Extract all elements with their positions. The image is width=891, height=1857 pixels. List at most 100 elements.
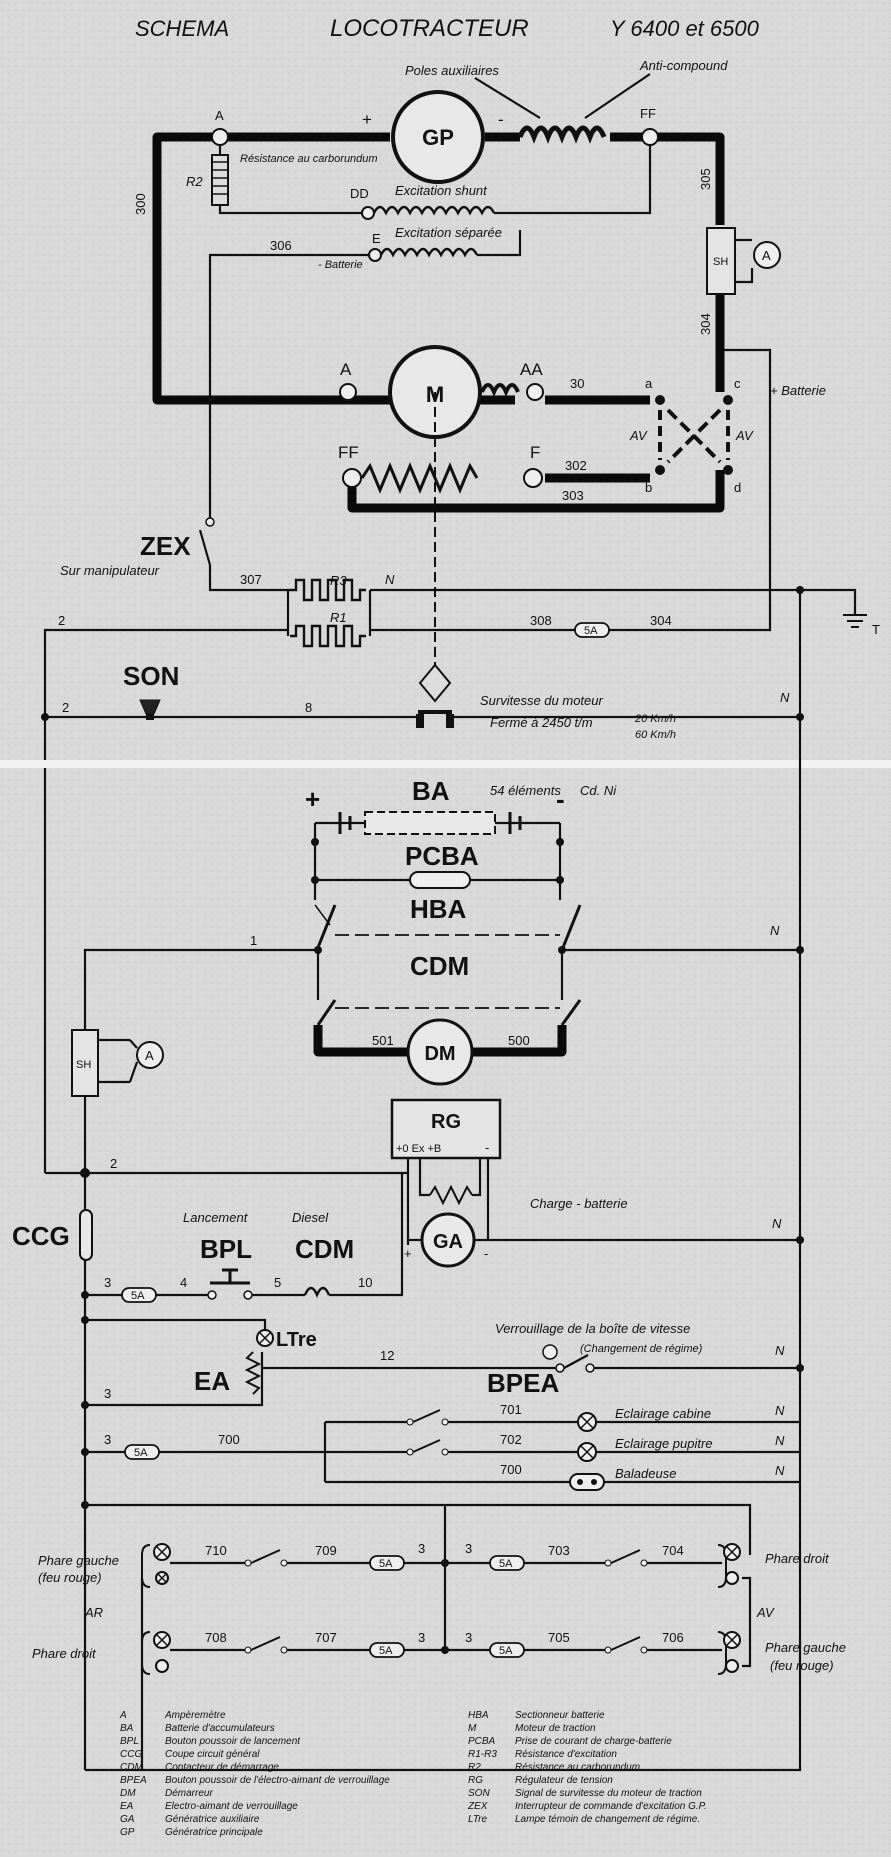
legend-code: RG <box>468 1775 483 1786</box>
speed-60-label: 60 Km/h <box>635 729 676 741</box>
shunt-excitation-coil <box>372 205 496 216</box>
motor-field-winding <box>360 462 479 494</box>
son-label: SON <box>123 661 179 691</box>
label-1: 1 <box>250 933 257 948</box>
fuse-5a-top-label: 5A <box>584 625 598 637</box>
label-3e: 3 <box>418 1630 425 1645</box>
cdm-label: CDM <box>410 951 469 981</box>
aux-poles-pointer <box>474 77 541 119</box>
ga-minus: - <box>484 1246 488 1261</box>
pcba-label: PCBA <box>405 841 479 871</box>
bal-pin-2 <box>591 1479 597 1485</box>
baladeuse-label: Baladeuse <box>615 1466 676 1481</box>
label-307: 307 <box>240 572 262 587</box>
bpl-contact-2 <box>243 1290 253 1300</box>
lamp-lu1-x <box>155 1545 169 1559</box>
phare-droit-r: Phare droit <box>765 1551 830 1566</box>
bpea-contact-2 <box>585 1363 595 1373</box>
legend-code: BA <box>120 1723 134 1734</box>
sw708-c2 <box>280 1646 288 1654</box>
ea-label: EA <box>194 1366 230 1396</box>
pupitre-switch[interactable] <box>412 1439 441 1453</box>
cdm-coil <box>303 1286 331 1299</box>
zex-switch-blade <box>198 529 212 566</box>
amm-link-1 <box>129 1039 138 1049</box>
headlight-circuit: Phare gauche (feu rouge) AR 710 709 5A 3… <box>32 1501 846 1772</box>
overspeed-contact-right <box>446 714 454 728</box>
label-308: 308 <box>530 613 552 628</box>
legend-code: PCBA <box>468 1736 496 1747</box>
right-lamp-return <box>742 1576 752 1668</box>
node-3-head <box>81 1501 89 1509</box>
cab-lamp-x <box>580 1415 594 1429</box>
switch-703-704[interactable] <box>610 1549 641 1564</box>
legend-code: LTre <box>468 1814 488 1825</box>
r3-resistor <box>290 578 366 602</box>
terminal-a <box>211 128 229 146</box>
legend-description: Moteur de traction <box>515 1723 596 1734</box>
lamp-rl1-x <box>725 1633 739 1647</box>
label-700: 700 <box>218 1432 240 1447</box>
pup-lamp-x <box>580 1445 594 1459</box>
legend-description: Signal de survitesse du moteur de tracti… <box>515 1788 702 1799</box>
legend-code: A <box>119 1710 127 1721</box>
feu-rouge-r: (feu rouge) <box>770 1658 834 1673</box>
legend-description: Coupe circuit général <box>165 1749 260 1760</box>
label-30: 30 <box>570 376 584 391</box>
bat-node-1 <box>311 838 319 846</box>
legend-code: GP <box>120 1827 135 1838</box>
node-3-ea-ret <box>81 1401 89 1409</box>
ga-label: GA <box>433 1231 463 1253</box>
lamp-ru1-x <box>725 1545 739 1559</box>
label-5: 5 <box>274 1275 281 1290</box>
phare-bracket-ru <box>717 1544 727 1588</box>
aux-poles-label: Poles auxiliaires <box>405 63 499 78</box>
legend-code: ZEX <box>467 1801 488 1812</box>
label-305: 305 <box>698 168 713 190</box>
gp-generator <box>391 90 485 184</box>
charge-batterie-label: Charge - batterie <box>530 1196 628 1211</box>
legend-code: HBA <box>468 1710 489 1721</box>
label-n-ga: N <box>772 1216 782 1231</box>
legend-description: Ampèremètre <box>164 1710 226 1721</box>
r3-label: R3 <box>330 573 347 588</box>
label-303: 303 <box>562 488 584 503</box>
reverser-switch <box>655 395 733 475</box>
lamp-ll1-x <box>155 1633 169 1647</box>
lancement-label: Lancement <box>183 1210 249 1225</box>
bpea-switch[interactable] <box>563 1353 589 1370</box>
switch-705-706[interactable] <box>610 1636 641 1651</box>
legend-code: M <box>468 1723 477 1734</box>
label-wd: d <box>734 480 741 495</box>
lamp-phare-gauche-av-2 <box>725 1659 739 1673</box>
legend-description: Génératrice auxiliaire <box>165 1814 260 1825</box>
label-ff-motor: FF <box>338 443 359 462</box>
battery-cells <box>364 811 496 835</box>
pup-c2 <box>441 1448 449 1456</box>
switch-710-709[interactable] <box>250 1549 281 1564</box>
interlock-circuit: LTre EA 12 Verrouillage de la boîte de v… <box>81 1316 804 1409</box>
label-304-vert: 304 <box>698 313 713 335</box>
cabine-switch[interactable] <box>412 1409 441 1423</box>
bpea-label: BPEA <box>487 1368 559 1398</box>
legend-code: R2 <box>468 1762 481 1773</box>
switch-708-707[interactable] <box>250 1636 281 1651</box>
legend-description: Régulateur de tension <box>515 1775 613 1786</box>
wire-500 <box>472 1025 567 1057</box>
label-a-motor: A <box>340 360 352 379</box>
legend-description: Sectionneur batterie <box>515 1710 605 1721</box>
phare-droit-l: Phare droit <box>32 1646 97 1661</box>
wire-306 <box>208 253 369 520</box>
legend-code: BPL <box>120 1736 139 1747</box>
legend-code: CCG <box>120 1749 142 1760</box>
ltre-cross-2 <box>258 1331 272 1345</box>
fuse-5a-705-label: 5A <box>499 1645 513 1657</box>
label-702: 702 <box>500 1432 522 1447</box>
bus-return <box>85 1600 802 1772</box>
terminal-a-motor <box>339 383 357 401</box>
node-ga-n <box>796 1236 804 1244</box>
chg-regime-label: (Changement de régime) <box>580 1343 703 1355</box>
legend-code: DM <box>120 1788 136 1799</box>
res-carb-label: Résistance au carborundum <box>240 153 378 165</box>
